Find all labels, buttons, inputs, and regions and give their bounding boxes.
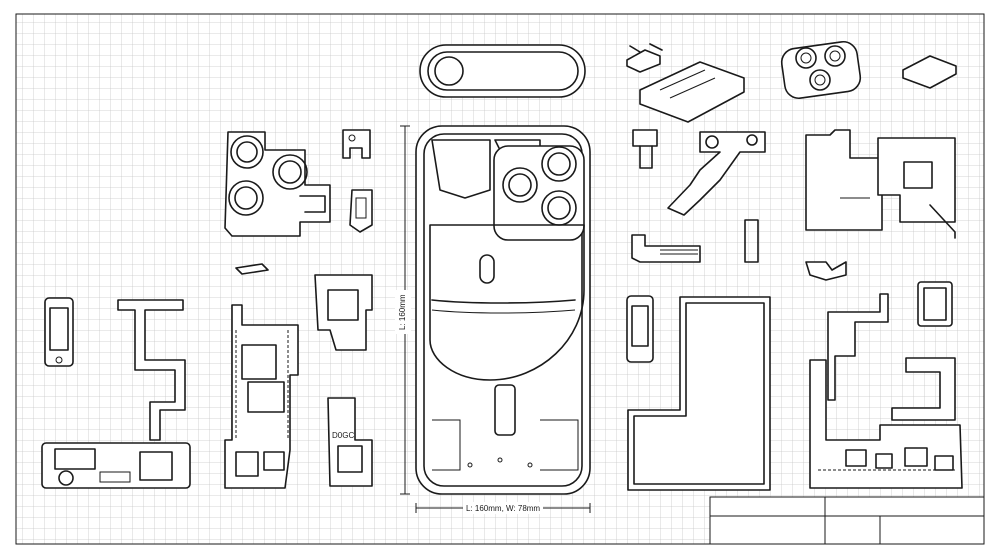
battery — [627, 296, 771, 491]
height-dimension-label: L: 160mm — [398, 294, 407, 330]
sim-tray — [917, 281, 953, 327]
speaker-unit-left — [44, 297, 74, 367]
footprint-dimension-label: L: 160mm, W: 78mm — [466, 504, 540, 513]
title-block — [709, 496, 985, 545]
height-dimension: L: 160mm — [395, 125, 411, 495]
flex-cable-right — [827, 293, 889, 401]
small-clip-right — [805, 261, 847, 281]
bottom-board-right — [809, 359, 963, 489]
tiny-pin-part — [744, 219, 759, 263]
bracket-right — [891, 357, 956, 421]
logic-board — [224, 304, 299, 489]
tiny-cam-part — [235, 263, 269, 275]
port-module: D0GC — [327, 397, 373, 487]
small-flex-connector — [632, 129, 658, 169]
drawing-frame — [15, 13, 985, 545]
phone-housing — [415, 125, 591, 495]
rear-camera-cluster-top — [780, 40, 862, 100]
taptic-engine — [41, 442, 191, 489]
small-square-chip — [902, 55, 957, 89]
speaker-unit-right — [626, 295, 654, 363]
flex-cable-left — [117, 299, 186, 441]
small-bracket-b — [349, 189, 373, 233]
small-bracket-a — [342, 129, 371, 159]
front-camera-flex — [667, 131, 766, 216]
triple-camera-module — [224, 131, 331, 237]
rear-shield-plate — [805, 129, 883, 231]
flat-shield-plate — [639, 61, 745, 123]
footprint-dimension: L: 160mm, W: 78mm — [415, 502, 591, 514]
top-bracket-small — [626, 43, 663, 73]
flex-antenna-mid — [631, 234, 701, 263]
camera-cover-pill — [419, 44, 586, 98]
shield-plate-right — [877, 137, 956, 239]
component-marking-text: D0GC — [332, 431, 354, 440]
sim-bracket-left — [314, 274, 373, 351]
